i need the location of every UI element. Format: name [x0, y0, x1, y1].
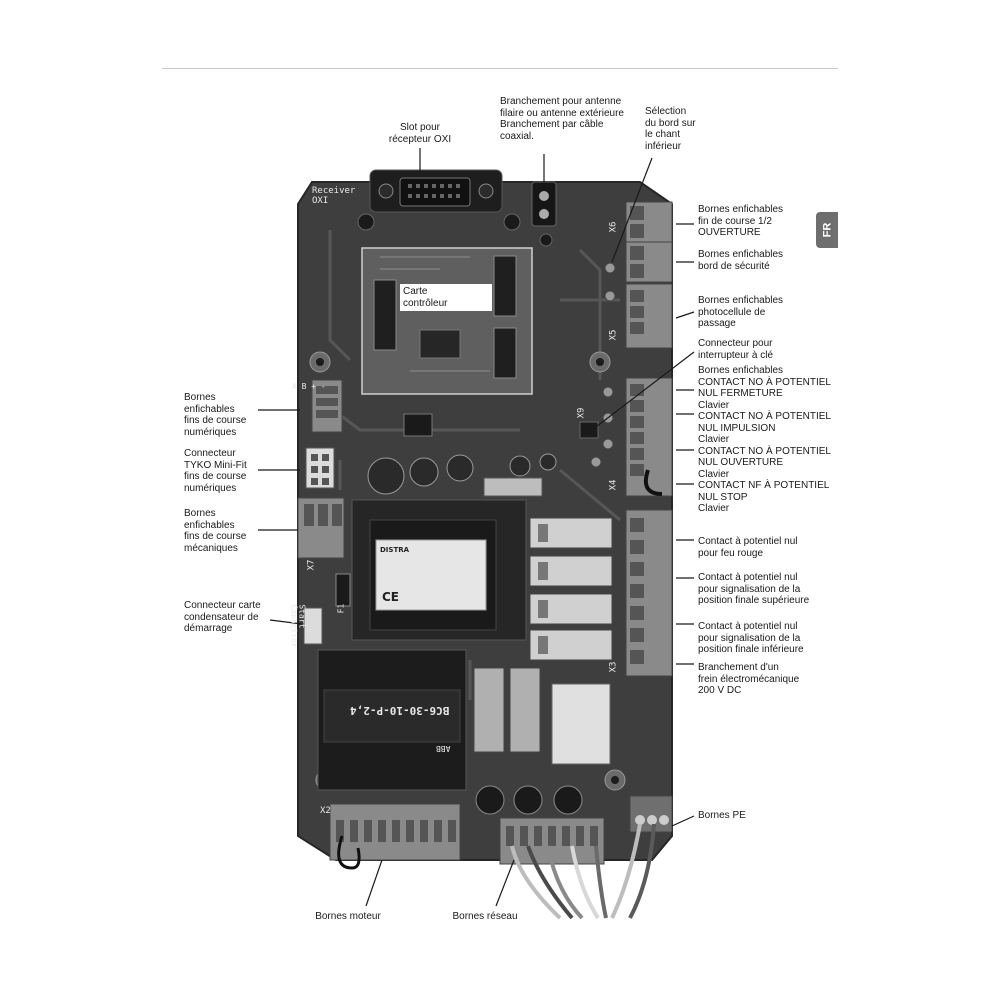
receiver-mark: Receiver OXI	[312, 186, 356, 206]
pe-terminals	[629, 795, 673, 833]
tyko-connector	[305, 447, 335, 489]
f1-mark: F1	[336, 603, 346, 614]
ce-mark: CE	[382, 590, 400, 604]
callout-bornes-pe: Bornes PE	[698, 810, 746, 821]
callout-photocellule: Bornes enfichables photocellule de passa…	[698, 295, 784, 329]
callout-interrupteur-cle: Connecteur pour interrupteur à clé	[698, 338, 774, 361]
carte-controleur-label: Carte contrôleur	[400, 284, 492, 311]
callout-tyko: Connecteur TYKO Mini-Fit fins de course …	[184, 448, 247, 494]
x7-mark: X7	[306, 559, 317, 571]
antenna-connector	[531, 181, 557, 247]
x4-mark: X4	[608, 479, 619, 491]
terminal-x5	[625, 283, 673, 349]
x9-mark: X9	[576, 407, 587, 419]
callout-contacts-no-nf: Bornes enfichables CONTACT NO À POTENTIE…	[698, 365, 831, 514]
callout-antenne: Branchement pour antenne filaire ou ante…	[500, 96, 624, 142]
callout-frein: Branchement d'un frein électromécanique …	[698, 662, 800, 696]
callout-condensateur: Connecteur carte condensateur de démarra…	[184, 600, 261, 634]
capacitor-connector	[303, 607, 323, 645]
callout-leaders	[258, 148, 695, 907]
left-digital-terminals	[311, 379, 343, 433]
terminal-x3	[625, 509, 673, 677]
mains-terminals	[499, 817, 605, 865]
callout-fins-course-num: Bornes enfichables fins de course numéri…	[184, 392, 247, 438]
transformer	[351, 477, 543, 641]
terminal-x6	[625, 201, 673, 243]
callout-bornes-moteur: Bornes moteur	[315, 911, 381, 922]
electrolytic-capacitors	[367, 413, 557, 495]
callout-selection-bord: Sélection du bord sur le chant inférieur	[645, 106, 696, 152]
callout-position-inf: Contact à potentiel nul pour signalisati…	[698, 621, 804, 655]
contactor-brand-mark: ABB	[436, 744, 451, 753]
fuse-holders	[475, 785, 583, 815]
callout-feu-rouge: Contact à potentiel nul pour feu rouge	[698, 536, 798, 559]
motor-terminals-x2	[329, 803, 461, 870]
language-tab-fr[interactable]: FR	[816, 212, 838, 248]
transformer-brand-mark: DISTRA	[380, 546, 410, 554]
terminal-bord	[625, 241, 673, 283]
contactor	[317, 649, 467, 791]
mains-wires	[510, 823, 656, 920]
fuse-f1	[335, 573, 351, 607]
contactor-model-mark: BC6-30-10-P-2,4	[350, 704, 450, 717]
x3-mark: X3	[608, 661, 619, 673]
callout-bornes-reseau: Bornes réseau	[452, 911, 518, 922]
x5-mark: X5	[608, 329, 619, 341]
relays	[529, 517, 613, 661]
x6-mark: X6	[608, 221, 619, 233]
callout-fin-course-ouverture: Bornes enfichables fin de course 1/2 OUV…	[698, 204, 784, 238]
mechanical-terminals-x7	[297, 497, 345, 559]
callout-fins-course-meca: Bornes enfichables fins de course mécani…	[184, 508, 247, 554]
callout-slot-oxi: Slot pour récepteur OXI	[388, 122, 452, 145]
clear-relays	[473, 667, 541, 753]
callout-bord-securite: Bornes enfichables bord de sécurité	[698, 249, 784, 272]
controller-card	[361, 247, 533, 395]
x2-mark: X2	[320, 806, 331, 816]
oxi-slot	[357, 169, 521, 231]
key-switch-connector	[579, 421, 599, 439]
top-rule	[162, 68, 838, 69]
start-capacitor-mark: Start Capacitor	[289, 604, 307, 648]
callout-position-sup: Contact à potentiel nul pour signalisati…	[698, 572, 810, 606]
ab-mark: A B + -	[292, 382, 326, 391]
brake-module	[551, 683, 611, 765]
terminal-x4	[625, 377, 673, 497]
